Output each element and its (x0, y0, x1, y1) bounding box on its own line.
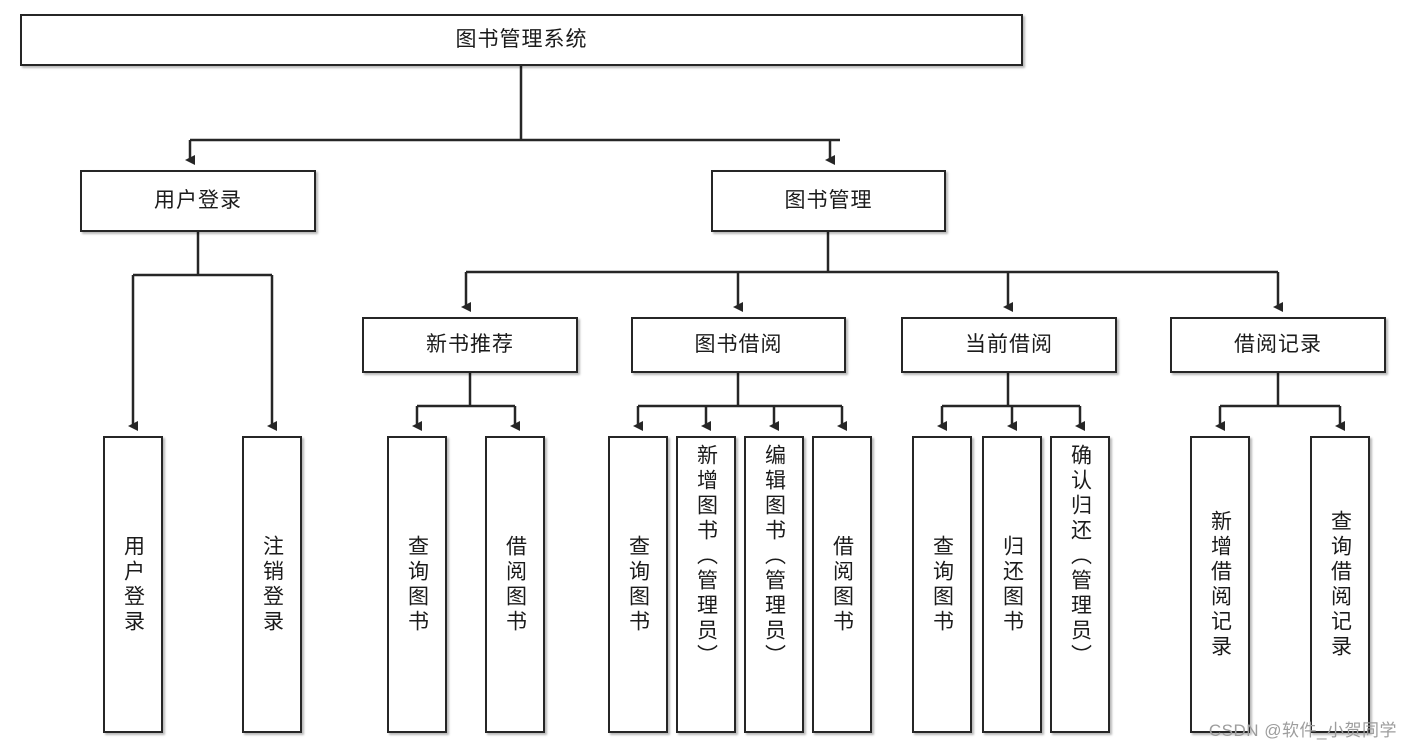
node-book-borrow[interactable]: 图书借阅 (631, 317, 846, 373)
node-leaf-edit-book[interactable]: 编辑图书（管理员） (744, 436, 804, 733)
node-label: 当前借阅 (965, 332, 1053, 356)
node-leaf-query-book-3[interactable]: 查询图书 (912, 436, 972, 733)
node-leaf-logout[interactable]: 注销登录 (242, 436, 302, 733)
node-label: 新书推荐 (426, 332, 514, 356)
node-root-system[interactable]: 图书管理系统 (20, 14, 1023, 66)
node-leaf-return-book[interactable]: 归还图书 (982, 436, 1042, 733)
node-label: 注销登录 (260, 534, 284, 635)
node-label: 用户登录 (154, 188, 242, 212)
node-label: 图书管理系统 (455, 27, 588, 51)
node-label: 新增借阅记录 (1208, 509, 1232, 660)
node-label: 图书管理 (784, 188, 873, 212)
node-label: 归还图书 (1000, 534, 1024, 635)
node-leaf-query-borrow-record[interactable]: 查询借阅记录 (1310, 436, 1370, 733)
node-label: 用户登录 (121, 534, 145, 635)
node-label: 编辑图书（管理员） (762, 444, 786, 669)
node-label: 新增图书（管理员） (694, 444, 718, 669)
node-leaf-user-login[interactable]: 用户登录 (103, 436, 163, 733)
node-label: 确认归还（管理员） (1068, 444, 1092, 669)
node-label: 借阅图书 (503, 534, 527, 635)
node-label: 查询图书 (930, 534, 954, 635)
node-label: 查询图书 (405, 534, 429, 635)
node-borrow-record[interactable]: 借阅记录 (1170, 317, 1386, 373)
node-label: 借阅记录 (1234, 332, 1322, 356)
node-leaf-borrow-book-2[interactable]: 借阅图书 (812, 436, 872, 733)
node-label: 图书借阅 (694, 332, 783, 356)
node-leaf-query-book-1[interactable]: 查询图书 (387, 436, 447, 733)
node-label: 查询借阅记录 (1328, 509, 1352, 660)
node-leaf-add-book[interactable]: 新增图书（管理员） (676, 436, 736, 733)
node-user-login[interactable]: 用户登录 (80, 170, 316, 232)
node-leaf-confirm-return[interactable]: 确认归还（管理员） (1050, 436, 1110, 733)
node-label: 查询图书 (626, 534, 650, 635)
node-leaf-add-borrow-record[interactable]: 新增借阅记录 (1190, 436, 1250, 733)
node-leaf-query-book-2[interactable]: 查询图书 (608, 436, 668, 733)
node-current-borrow[interactable]: 当前借阅 (901, 317, 1117, 373)
node-new-book-recommend[interactable]: 新书推荐 (362, 317, 578, 373)
node-leaf-borrow-book-1[interactable]: 借阅图书 (485, 436, 545, 733)
node-book-management[interactable]: 图书管理 (711, 170, 946, 232)
node-label: 借阅图书 (830, 534, 854, 635)
csdn-watermark: CSDN @软件_小贺同学 (1208, 721, 1397, 740)
